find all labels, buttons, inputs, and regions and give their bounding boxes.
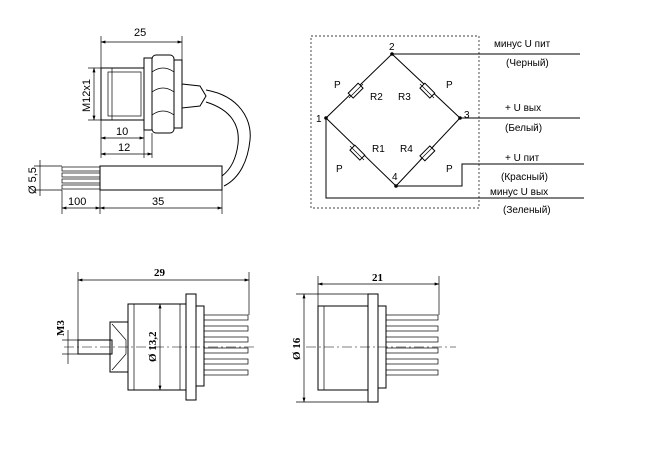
- p-mark-r2: P: [334, 80, 341, 91]
- side-pins: [385, 314, 439, 376]
- r2-label: R2: [370, 92, 383, 103]
- wire-2-color: (Белый): [505, 123, 542, 134]
- m3-stub: [77, 339, 113, 355]
- tube-body: [99, 165, 223, 191]
- dim-m3: M3: [55, 320, 67, 336]
- threaded-body: [100, 67, 145, 121]
- r4-label: R4: [400, 144, 413, 155]
- node-2-label: 2: [389, 42, 395, 53]
- sensor-pin-view: 29 M3 Ø 13,2: [55, 267, 256, 401]
- side-body: [317, 305, 369, 391]
- side-flange: [367, 293, 379, 403]
- p-mark-r3: P: [446, 80, 453, 91]
- dim-10: 10: [116, 126, 128, 138]
- sensor-boundary: [310, 35, 480, 209]
- dim-diameter-5-5: Ø 5,5: [27, 167, 39, 194]
- dim-29: 29: [154, 267, 166, 279]
- dim-thread: M12x1: [81, 79, 93, 112]
- r3-label: R3: [398, 92, 411, 103]
- dim-12: 12: [118, 142, 130, 154]
- resistor-r4: [419, 145, 436, 162]
- dim-25: 25: [134, 27, 146, 39]
- cable: [205, 89, 251, 187]
- node-3-label: 3: [464, 110, 470, 121]
- dim-diameter-13-2: Ø 13,2: [147, 331, 159, 362]
- wire-3-name: + U пит: [505, 153, 540, 164]
- dim-21: 21: [372, 272, 383, 284]
- wire-2-name: + U вых: [505, 103, 541, 114]
- wire-leads: [61, 166, 101, 190]
- dim-35: 35: [152, 196, 164, 208]
- dim-diameter-16: Ø 16: [291, 337, 303, 360]
- cable-gland: [181, 83, 207, 109]
- resistor-r2: [347, 82, 364, 99]
- thread-inner: [107, 71, 142, 117]
- p-mark-r4: P: [446, 164, 453, 175]
- bridge-schematic: 2 1 3 4 R2 R3 R1 R4 P P P P: [310, 35, 584, 216]
- node-4-label: 4: [392, 172, 398, 183]
- hex-nut: [143, 54, 183, 134]
- sensor-side-view: 25 M12x1 10 12 Ø 5,5 100 35: [27, 27, 251, 214]
- wire-1-color: (Черный): [506, 58, 549, 69]
- r1-label: R1: [372, 144, 385, 155]
- wire-4-name: минус U вых: [490, 187, 548, 198]
- p-mark-r1: P: [336, 164, 343, 175]
- dim-100: 100: [68, 196, 86, 208]
- wire-red: [396, 163, 584, 187]
- wire-4-color: (Зеленый): [503, 205, 551, 216]
- resistor-r1: [349, 144, 366, 161]
- wire-1-name: минус U пит: [494, 39, 551, 50]
- sensor-side-view-2: 21 Ø 16: [291, 272, 456, 403]
- resistor-r3: [419, 82, 436, 99]
- node-1-label: 1: [316, 114, 322, 125]
- wire-3-color: (Красный): [501, 172, 548, 183]
- pins: [203, 314, 249, 376]
- wire-green: [325, 118, 584, 199]
